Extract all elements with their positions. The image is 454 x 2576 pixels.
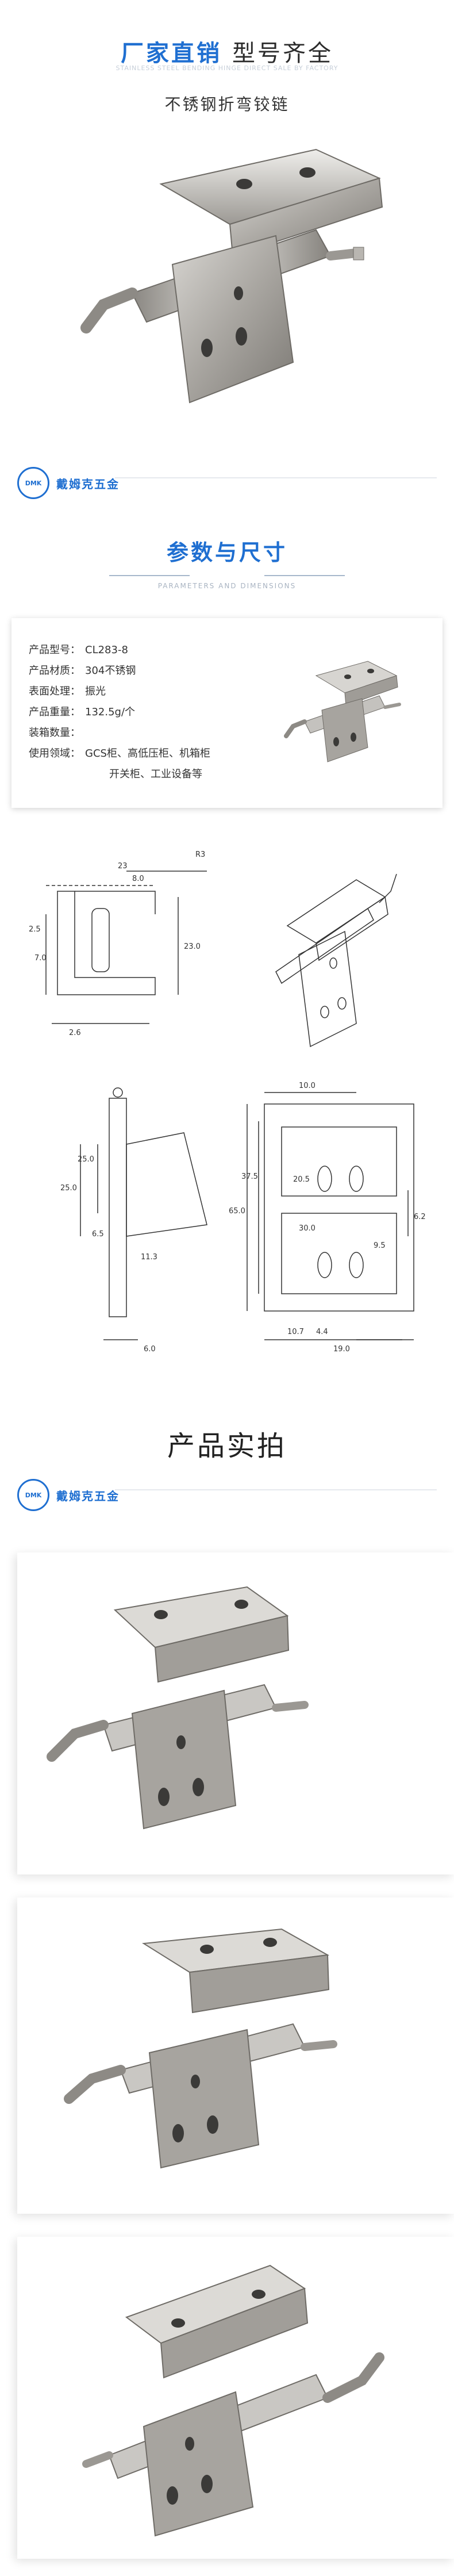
spec-row-usage: 使用领域：GCS柜、高低压柜、机箱柜 <box>29 747 210 760</box>
technical-drawing: 23 8.0 2.5 23.0 7.0 2.6 R3 10.0 65.0 37.… <box>29 850 426 1354</box>
svg-text:6.5: 6.5 <box>92 1230 104 1239</box>
spec-list: 产品型号：CL283-8 产品材质：304不锈钢 表面处理：振光 产品重量：13… <box>29 640 210 785</box>
brand-name: 戴姆克五金 <box>56 477 120 491</box>
hero-title-accent: 厂家直销 <box>121 40 222 67</box>
svg-text:2.6: 2.6 <box>69 1029 81 1037</box>
brand-name-2: 戴姆克五金 <box>56 1489 120 1503</box>
svg-text:10.7: 10.7 <box>287 1328 304 1336</box>
svg-text:20.5: 20.5 <box>293 1175 310 1184</box>
divider <box>115 477 437 478</box>
product-photo-3 <box>17 2237 454 2559</box>
svg-text:6.0: 6.0 <box>144 1345 156 1354</box>
spec-row-packing: 装箱数量： <box>29 727 80 739</box>
svg-text:19.0: 19.0 <box>333 1345 350 1354</box>
product-photo-3-image <box>82 2264 384 2537</box>
brand-logo-2: DMK <box>17 1479 49 1511</box>
spec-row-model: 产品型号：CL283-8 <box>29 644 128 656</box>
product-photo-2-image <box>64 1928 337 2169</box>
spec-product-thumbnail <box>284 661 401 762</box>
divider-2 <box>115 1489 437 1490</box>
spec-card: 产品型号：CL283-8 产品材质：304不锈钢 表面处理：振光 产品重量：13… <box>11 618 443 808</box>
photos-title: 产品实拍 <box>167 1430 287 1462</box>
hero-subtitle-en: STAINLESS STEEL BENDING HINGE DIRECT SAL… <box>116 64 338 72</box>
spec-row-finish: 表面处理：振光 <box>29 685 106 697</box>
svg-text:10.0: 10.0 <box>299 1082 316 1090</box>
spec-row-weight: 产品重量：132.5g/个 <box>29 706 136 718</box>
brand-logo: DMK <box>17 467 49 499</box>
svg-text:23.0: 23.0 <box>184 942 201 951</box>
svg-text:R3: R3 <box>195 850 205 859</box>
svg-text:25.0: 25.0 <box>60 1184 77 1193</box>
product-photo-1-image <box>47 1586 309 1830</box>
svg-text:30.0: 30.0 <box>299 1224 316 1233</box>
hero-subtitle: 不锈钢折弯铰链 <box>164 95 290 114</box>
params-title-lines <box>0 575 454 576</box>
svg-text:25.0: 25.0 <box>78 1155 94 1164</box>
product-photo-2 <box>17 1897 454 2214</box>
svg-text:9.5: 9.5 <box>374 1241 386 1250</box>
svg-text:4.4: 4.4 <box>316 1328 328 1336</box>
hero-title-main: 型号齐全 <box>232 40 333 67</box>
hero-title: 厂家直销型号齐全 <box>0 34 454 68</box>
hero-product-image <box>80 148 383 404</box>
svg-text:23: 23 <box>118 862 128 871</box>
product-photo-1 <box>17 1552 454 1874</box>
brand-bar: DMK 戴姆克五金 <box>17 466 120 500</box>
spec-row-usage-cont: 开关柜、工业设备等 <box>109 768 202 780</box>
svg-text:37.5: 37.5 <box>241 1172 258 1181</box>
brand-bar-2: DMK 戴姆克五金 <box>17 1478 120 1512</box>
svg-text:2.5: 2.5 <box>29 925 41 934</box>
svg-text:11.3: 11.3 <box>141 1253 157 1262</box>
svg-text:7.0: 7.0 <box>34 954 47 963</box>
svg-text:65.0: 65.0 <box>229 1207 245 1216</box>
params-subtitle-en: PARAMETERS AND DIMENSIONS <box>157 582 297 590</box>
svg-text:8.0: 8.0 <box>132 875 144 883</box>
spec-row-material: 产品材质：304不锈钢 <box>29 665 136 677</box>
params-title: 参数与尺寸 <box>166 540 287 565</box>
svg-text:6.2: 6.2 <box>414 1213 426 1221</box>
